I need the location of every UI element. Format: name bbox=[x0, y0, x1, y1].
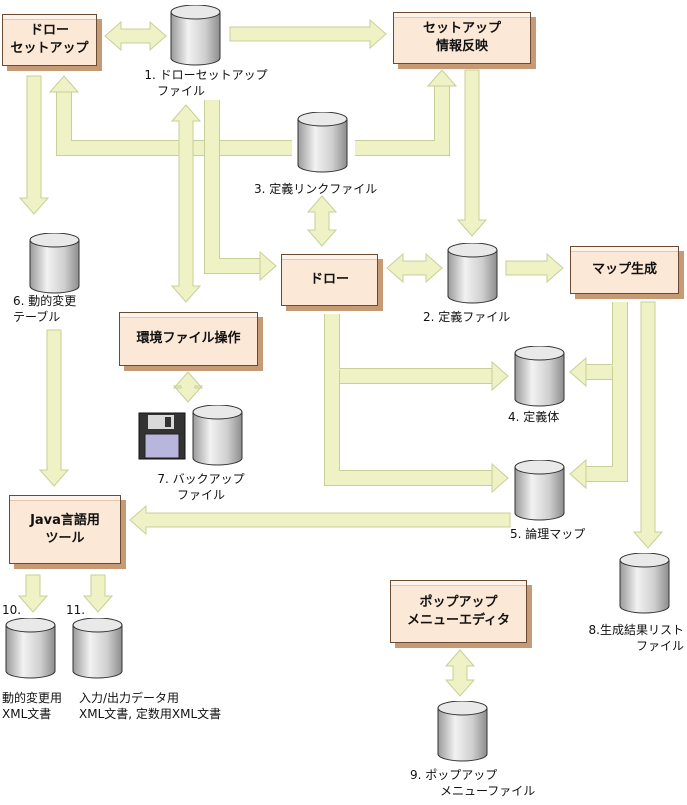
file-7-label-line1: 7. バックアップ bbox=[157, 472, 245, 486]
file-5-label: 5. 論理マップ bbox=[510, 526, 585, 542]
arrow-mapgen-file8 bbox=[632, 301, 664, 549]
file-8-label-line2: ファイル bbox=[635, 639, 684, 653]
arrow-file1-draw bbox=[204, 100, 277, 282]
file-5-cylinder bbox=[514, 460, 565, 521]
arrow-javatool-file10 bbox=[17, 574, 49, 613]
file-7-cylinder bbox=[192, 405, 243, 466]
arrow-file5-javatool bbox=[129, 504, 511, 536]
process-draw-setup-line2: セットアップ bbox=[10, 41, 89, 56]
process-setup-reflect-line1: セットアップ bbox=[422, 21, 501, 36]
file-7-label-line2: ファイル bbox=[176, 488, 225, 502]
process-java-tool: Java言語用 ツール bbox=[9, 495, 121, 564]
file-6-label-line1: 6. 動的変更 bbox=[13, 294, 77, 308]
file-8-label: 8.生成結果リスト ファイル bbox=[566, 622, 684, 654]
file-11-cylinder bbox=[72, 618, 123, 679]
file-11-label: 入力/出力データ用 XML文書, 定数用XML文書 bbox=[79, 690, 221, 722]
arrow-file6-javatool bbox=[38, 329, 70, 487]
file-11-label-line1: 入力/出力データ用 bbox=[79, 691, 180, 705]
file-3-label-line1: 3. 定義リンクファイル bbox=[254, 182, 378, 196]
file-1-label-line1: 1. ドローセットアップ bbox=[144, 68, 268, 82]
process-draw-setup-line1: ドロー bbox=[29, 23, 69, 38]
file-10-cylinder bbox=[5, 618, 56, 679]
arrow-envfileop-file7 bbox=[172, 371, 204, 403]
process-map-generation-line1: マップ生成 bbox=[591, 262, 657, 277]
file-10-number: 10. bbox=[2, 603, 22, 617]
file-10-label-line1: 動的変更用 bbox=[2, 691, 63, 705]
process-popup-menu-editor-line2: メニューエディタ bbox=[406, 612, 511, 628]
process-map-generation: マップ生成 bbox=[570, 246, 679, 294]
file-9-label-line2: メニューファイル bbox=[440, 784, 536, 798]
process-draw-line1: ドロー bbox=[309, 272, 349, 287]
process-popup-menu-editor: ポップアップ メニューエディタ bbox=[390, 580, 527, 643]
file-4-cylinder bbox=[514, 346, 565, 407]
process-env-file-operation: 環境ファイル操作 bbox=[119, 312, 258, 366]
arrow-file3-setupreflect bbox=[355, 69, 458, 156]
process-setup-reflect-line2: 情報反映 bbox=[435, 39, 488, 54]
file-8-cylinder bbox=[619, 553, 670, 614]
file-3-label: 3. 定義リンクファイル bbox=[254, 181, 377, 197]
file-1-label: 1. ドローセットアップ ファイル bbox=[136, 67, 276, 99]
arrow-drawsetup-file6 bbox=[18, 75, 50, 215]
arrow-file2-mapgen bbox=[505, 252, 564, 284]
arrow-drawsetup-file1 bbox=[104, 20, 167, 52]
file-2-cylinder bbox=[447, 243, 498, 304]
arrow-draw-file5 bbox=[324, 370, 509, 494]
file-10-label: 動的変更用 XML文書 bbox=[2, 690, 62, 722]
file-4-label: 4. 定義体 bbox=[508, 409, 559, 425]
file-6-label-line2: テーブル bbox=[13, 310, 61, 324]
file-2-label: 2. 定義ファイル bbox=[423, 309, 510, 325]
file-11-number: 11. bbox=[66, 603, 86, 617]
arrow-setupreflect-file2 bbox=[456, 69, 488, 237]
file-5-label-line1: 5. 論理マップ bbox=[510, 527, 586, 541]
file-8-label-line1: 8.生成結果リスト bbox=[588, 623, 684, 637]
arrow-popupeditor-file9 bbox=[444, 649, 476, 697]
arrow-file1-envfileop bbox=[170, 104, 202, 303]
process-java-tool-line2: ツール bbox=[45, 530, 85, 546]
process-setup-reflect: セットアップ 情報反映 bbox=[393, 12, 531, 64]
file-7-label: 7. バックアップ ファイル bbox=[136, 471, 266, 503]
file-2-label-line1: 2. 定義ファイル bbox=[423, 310, 511, 324]
process-draw: ドロー bbox=[281, 254, 378, 306]
process-draw-setup: ドロー セットアップ bbox=[2, 14, 97, 66]
file-1-label-line2: ファイル bbox=[156, 84, 205, 98]
process-env-file-operation-line1: 環境ファイル操作 bbox=[136, 331, 241, 346]
arrow-file3-draw bbox=[306, 195, 338, 247]
file-9-cylinder bbox=[437, 701, 488, 762]
process-java-tool-line1: Java言語用 bbox=[30, 512, 100, 528]
file-6-cylinder bbox=[29, 233, 80, 294]
file-3-cylinder bbox=[297, 112, 348, 173]
arrow-draw-file2 bbox=[386, 252, 443, 284]
file-10-label-line2: XML文書 bbox=[2, 707, 52, 721]
floppy-disk-icon bbox=[138, 412, 186, 460]
file-11-label-line2: XML文書, 定数用XML文書 bbox=[79, 707, 222, 721]
arrow-mapgen-file5 bbox=[569, 366, 628, 490]
file-4-label-line1: 4. 定義体 bbox=[508, 410, 560, 424]
file-9-label: 9. ポップアップ メニューファイル bbox=[410, 767, 535, 799]
file-1-cylinder bbox=[170, 5, 221, 66]
arrow-draw-file4 bbox=[324, 314, 509, 392]
arrow-javatool-file11 bbox=[82, 574, 114, 613]
file-6-label: 6. 動的変更 テーブル bbox=[13, 293, 76, 325]
arrow-file1-setupreflect bbox=[229, 18, 387, 50]
process-popup-menu-editor-line1: ポップアップ bbox=[419, 594, 498, 610]
file-9-label-line1: 9. ポップアップ bbox=[410, 768, 498, 782]
